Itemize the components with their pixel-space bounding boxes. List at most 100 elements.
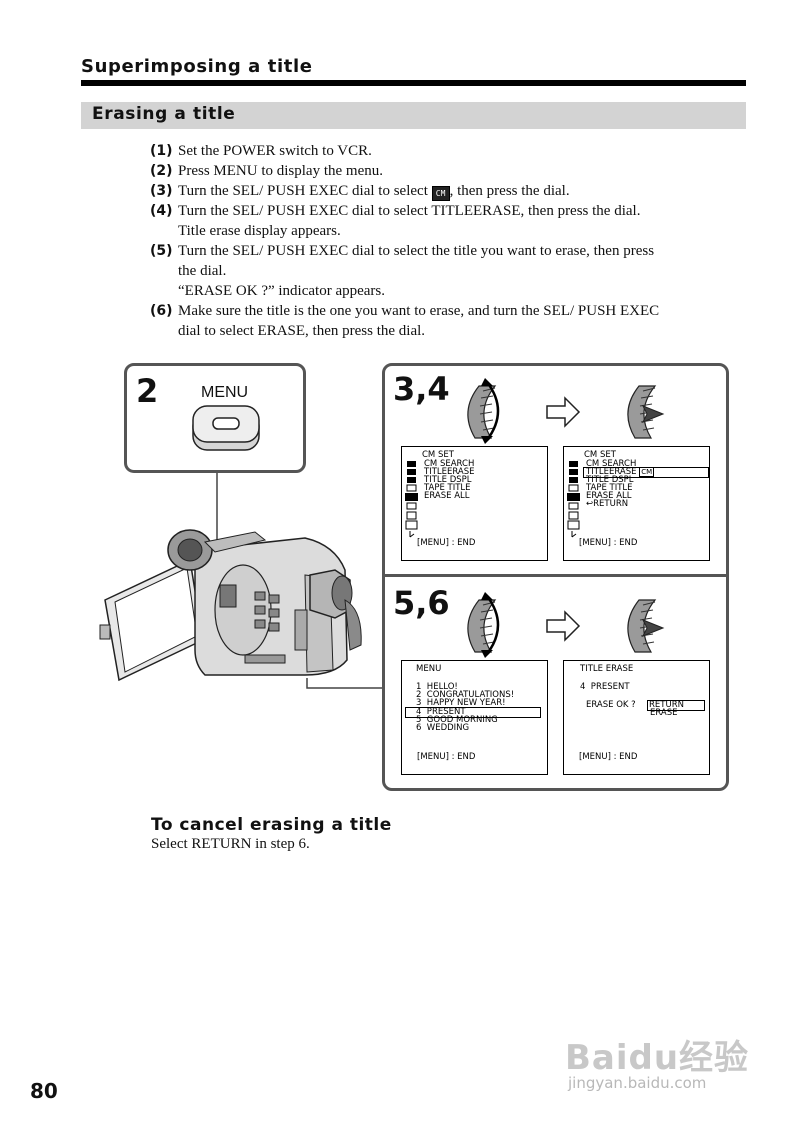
watermark-logo: Baidu经验 [565, 1038, 750, 1078]
cm-set-icon [405, 493, 418, 501]
step-text: Title erase display appears. [178, 223, 341, 239]
menu-screen-title-list: MENU 1 HELLO! 2 CONGRATULATIONS! 3 HAPPY… [401, 660, 548, 775]
sel-push-exec-dial-icon [627, 599, 665, 653]
menu-item: TITLEERASE [586, 467, 637, 477]
menu-item: TAPE TITLE [424, 483, 471, 493]
screen-title: MENU [416, 664, 442, 674]
panel-label: 2 [136, 372, 159, 410]
step-text: Make sure the title is the one you want … [178, 303, 660, 319]
cm-icon: CM [431, 186, 450, 201]
menu-end-hint: [MENU] : END [417, 752, 476, 762]
title-item: 5 GOOD MORNING [416, 715, 498, 725]
option-return: RETURN [647, 700, 705, 711]
step-text: dial to select ERASE, then press the dia… [178, 323, 426, 339]
panel-steps-3-6: 3,4 5,6 [382, 363, 729, 791]
menu-button-label: MENU [201, 384, 249, 401]
title-item: 1 HELLO! [416, 682, 458, 692]
dial-illustration-top [467, 378, 665, 444]
lcd-set-icon [569, 477, 578, 483]
menu-item: TITLEERASE [424, 467, 475, 477]
etc-icon [567, 520, 580, 530]
return-icon [571, 531, 577, 538]
cancel-text: Select RETURN in step 6. [151, 836, 310, 852]
erase-prompt: ERASE OK ? [586, 700, 636, 710]
page-number: 80 [30, 1079, 58, 1103]
menu-item: ERASE ALL [424, 491, 470, 501]
menu-end-hint: [MENU] : END [579, 752, 638, 762]
menu-side-icons [405, 461, 418, 538]
menu-item: TITLE DSPL [586, 475, 634, 485]
sel-push-exec-dial-icon [467, 592, 500, 658]
tape-set-icon [406, 502, 417, 510]
vcr-set-icon [569, 469, 578, 475]
step-text: Press MENU to display the menu. [178, 163, 383, 179]
camcorder-illustration [99, 460, 383, 689]
step-text: , then press the dial. [449, 183, 570, 199]
panel-divider [385, 574, 726, 577]
step-text: Set the POWER switch to VCR. [178, 143, 372, 159]
menu-item: CM SEARCH [424, 459, 475, 469]
setup-icon [406, 511, 417, 520]
step-text: Turn the SEL/ PUSH EXEC dial to select [178, 183, 432, 199]
step-number: (6) [150, 303, 173, 319]
menu-button[interactable] [191, 404, 261, 454]
sel-push-exec-dial-icon [627, 385, 665, 439]
menu-end-hint: [MENU] : END [417, 538, 476, 548]
step-2: (2) Press MENU to display the menu. [150, 161, 750, 181]
subsection-title: Erasing a title [92, 104, 236, 124]
menu-item: TAPE TITLE [586, 483, 633, 493]
menu-item: CM SEARCH [586, 459, 637, 469]
step-3: (3) Turn the SEL/ PUSH EXEC dial to sele… [150, 181, 750, 201]
step-4: (4) Turn the SEL/ PUSH EXEC dial to sele… [150, 201, 750, 241]
menu-screen-cm-set: CM SET CM SEARCH TITLEERASE TITLE DSPL T… [401, 446, 548, 561]
title-item: 6 WEDDING [416, 723, 470, 733]
panel-step-2: 2 MENU [124, 363, 306, 473]
screen-title: CM SET [422, 450, 454, 460]
cancel-heading: To cancel erasing a title [151, 815, 392, 835]
step-5: (5) Turn the SEL/ PUSH EXEC dial to sele… [150, 241, 750, 301]
connector-line [306, 678, 383, 689]
lcd-set-icon [407, 477, 416, 483]
tape-set-icon [568, 502, 579, 510]
section-title: Superimposing a title [81, 56, 313, 77]
hand-strap [344, 599, 362, 651]
subsection-bar [81, 102, 746, 129]
menu-item: ERASE ALL [586, 491, 632, 501]
option-erase: ERASE [650, 708, 678, 718]
panel-label: 3,4 [393, 370, 450, 408]
dial-illustration-bottom [467, 592, 665, 658]
memory-set-icon [568, 484, 579, 492]
return-icon: ↩ [586, 499, 594, 509]
step-number: (4) [150, 203, 173, 219]
menu-side-icons [567, 461, 580, 538]
menu-screen-cm-set-titleerase: CM SET CM SEARCH TITLEERASE CM TITLE DSP… [563, 446, 710, 561]
lcd-panel [99, 558, 204, 682]
setup-icon [568, 511, 579, 520]
step-number: (1) [150, 143, 173, 159]
watermark-url: jingyan.baidu.com [568, 1074, 707, 1092]
step-number: (3) [150, 183, 173, 199]
title-rule [81, 80, 746, 86]
step-list: (1) Set the POWER switch to VCR. (2) Pre… [150, 141, 750, 341]
menu-item: TITLE DSPL [424, 475, 472, 485]
step-number: (2) [150, 163, 173, 179]
return-icon [409, 531, 415, 538]
camera-set-icon [569, 461, 578, 467]
title-item: 3 HAPPY NEW YEAR! [416, 698, 506, 708]
title-item-selected: 4 PRESENT [405, 707, 541, 718]
step-1: (1) Set the POWER switch to VCR. [150, 141, 750, 161]
panel-label: 5,6 [393, 584, 450, 622]
cm-set-icon [567, 493, 580, 501]
camcorder-body [167, 529, 348, 676]
arrow-right-icon [546, 610, 581, 642]
arrow-right-icon [546, 396, 581, 428]
menu-end-hint: [MENU] : END [579, 538, 638, 548]
menu-item: ↩RETURN [586, 499, 629, 509]
screen-title: TITLE ERASE [580, 664, 634, 674]
memory-set-icon [406, 484, 417, 492]
step-number: (5) [150, 243, 173, 259]
cm-icon: CM [639, 467, 655, 477]
step-text: Turn the SEL/ PUSH EXEC dial to select t… [178, 243, 655, 259]
sel-push-exec-dial-icon [467, 378, 500, 444]
menu-screen-title-erase: TITLE ERASE 4 PRESENT ERASE OK ? RETURN … [563, 660, 710, 775]
